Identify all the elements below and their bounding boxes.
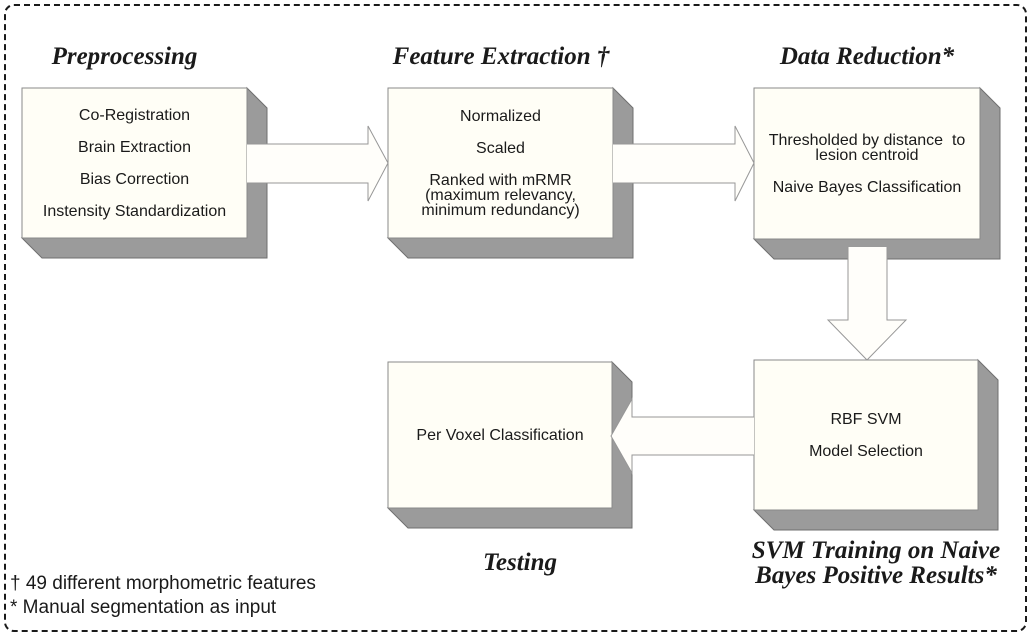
footnotes: † 49 different morphometric features * M… [10, 572, 316, 620]
testing-item: Per Voxel Classification [416, 426, 584, 444]
footnote-asterisk: * Manual segmentation as input [10, 597, 277, 618]
preprocessing-box-face [21, 87, 248, 239]
data-reduction-box-content: Thresholded by distance to lesion centro… [754, 88, 980, 239]
feature-extraction-box-content: Normalized Scaled Ranked with mRMR (maxi… [388, 88, 613, 238]
feature-extraction-item: Scaled [476, 139, 525, 157]
feature-extraction-item: Normalized [460, 107, 541, 125]
preprocessing-item: Brain Extraction [78, 138, 191, 156]
preprocessing-item: Instensity Standardization [42, 202, 227, 220]
flow-arrows [247, 125, 908, 475]
arrow-down-data-reduction-to-svm-training-icon [826, 247, 908, 361]
data-reduction-item: Thresholded by distance to lesion centro… [768, 131, 966, 164]
heading-preprocessing: Preprocessing [51, 43, 198, 70]
feature-extraction-box-face [387, 87, 614, 239]
feature-extraction-item: Ranked with mRMR (maximum relevancy, min… [421, 171, 580, 219]
testing-box-content: Per Voxel Classification [388, 362, 612, 508]
heading-feature-extraction: Feature Extraction † [392, 43, 610, 70]
preprocessing-box-content: Co-Registration Brain Extraction Bias Co… [22, 88, 247, 238]
svm-training-box-content: RBF SVM Model Selection [754, 360, 978, 510]
footnote-dagger: † 49 different morphometric features [10, 573, 316, 594]
arrow-left-svm-training-to-testing-icon [610, 397, 754, 475]
svm-training-item: RBF SVM [830, 410, 902, 428]
box-shadows [20, 86, 1001, 531]
data-reduction-item: Naive Bayes Classification [772, 178, 962, 196]
data-reduction-box-face [753, 87, 981, 240]
preprocessing-item: Bias Correction [79, 170, 190, 188]
heading-data-reduction: Data Reduction* [779, 43, 955, 70]
arrow-right-preprocessing-to-feature-extraction-icon [247, 125, 389, 202]
heading-testing: Testing [482, 549, 558, 576]
box-faces [21, 87, 981, 511]
testing-box-face [387, 361, 613, 509]
preprocessing-item: Co-Registration [78, 106, 191, 124]
arrow-right-feature-extraction-to-data-reduction-icon [613, 125, 755, 202]
svm-training-item: Model Selection [809, 442, 923, 460]
heading-svm-training: SVM Training on Naive Bayes Positive Res… [751, 537, 1001, 589]
